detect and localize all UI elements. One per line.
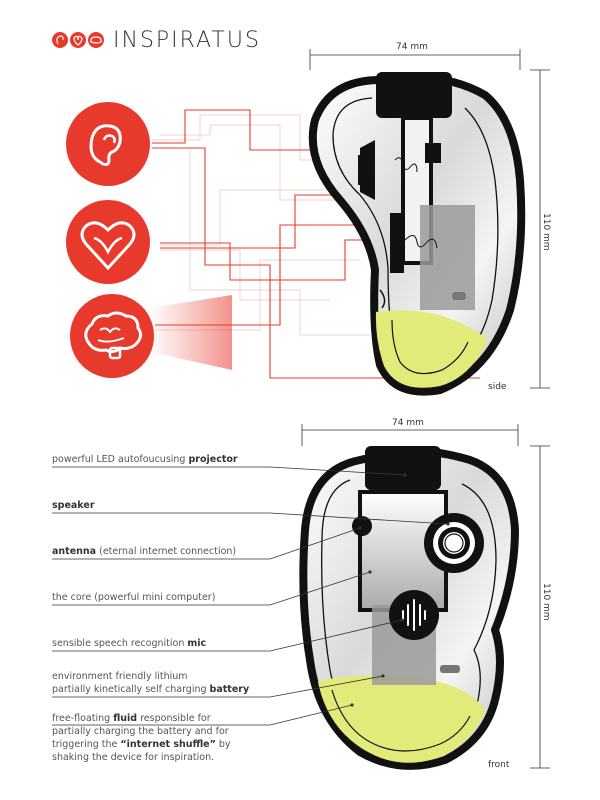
side-width-dimension [309,49,521,70]
ear-icon [66,102,150,186]
front-view-caption: front [488,760,510,770]
label-battery: environment friendly lithium partially k… [52,671,250,695]
side-device [308,72,526,396]
front-height-dimension [530,445,550,769]
label-speaker: speaker [52,500,95,511]
leader-dots [350,473,450,707]
front-width-dimension [301,424,519,446]
brain-icon [70,294,154,378]
projector-beam [150,295,232,370]
label-core: the core (powerful mini computer) [52,592,216,603]
label-mic: sensible speech recognition mic [52,638,207,649]
connector-lines [152,109,480,379]
front-height-label: 110 mm [541,583,551,621]
side-height-label: 110 mm [541,213,551,251]
side-view-caption: side [488,382,507,392]
heart-icon [66,200,150,284]
label-fluid: free-floating fluid responsible for part… [52,713,231,763]
label-antenna: antenna (eternal internet connection) [52,546,237,557]
front-width-label: 74 mm [392,418,424,428]
side-height-dimension [530,69,550,389]
logo-icons [52,32,104,48]
side-width-label: 74 mm [396,42,428,52]
sound-wave-icon [389,590,439,640]
brand-wordmark: INSPIRATUS [113,28,261,53]
leader-lines [52,466,449,726]
label-projector: powerful LED autofoucusing projector [52,454,238,465]
